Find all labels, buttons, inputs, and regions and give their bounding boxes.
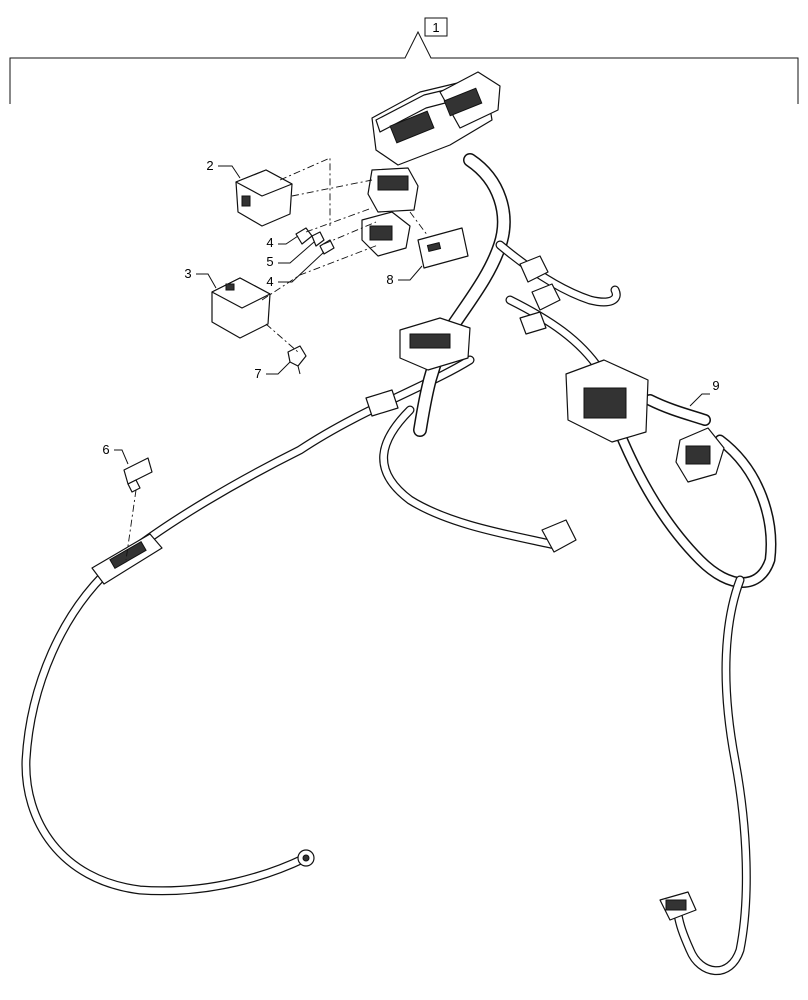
callout-4-lower: 4 <box>266 251 325 289</box>
callout-3: 3 <box>184 266 217 289</box>
callout-1: 1 <box>432 20 439 35</box>
terminal-item-7 <box>287 345 307 375</box>
assembly-bracket: 1 <box>9 17 799 104</box>
callout-4-upper: 4 <box>266 235 299 250</box>
fuse-item-6 <box>123 457 153 493</box>
terminal-items-4-5 <box>295 227 335 255</box>
callout-2: 2 <box>206 158 241 179</box>
relay-item-3 <box>211 277 271 339</box>
relay-item-2 <box>235 169 293 227</box>
callout-9: 9 <box>689 378 720 407</box>
harness-connectors <box>297 255 697 921</box>
svg-text:6: 6 <box>102 442 109 457</box>
svg-text:4: 4 <box>266 235 273 250</box>
svg-text:4: 4 <box>266 274 273 289</box>
ecu-connector-block <box>367 71 501 213</box>
callout-8: 8 <box>386 265 423 287</box>
harness-wires <box>21 153 777 976</box>
svg-text:2: 2 <box>206 158 213 173</box>
svg-text:5: 5 <box>266 254 273 269</box>
callout-5: 5 <box>266 241 315 269</box>
plug-connector <box>361 211 411 257</box>
connector-item-9 <box>565 359 725 483</box>
svg-text:9: 9 <box>712 378 719 393</box>
label-plate-item-8 <box>417 227 469 269</box>
fuse-holder <box>91 533 163 585</box>
svg-text:7: 7 <box>254 366 261 381</box>
callout-6: 6 <box>102 442 129 465</box>
svg-text:8: 8 <box>386 272 393 287</box>
svg-text:3: 3 <box>184 266 191 281</box>
callout-7: 7 <box>254 361 291 381</box>
